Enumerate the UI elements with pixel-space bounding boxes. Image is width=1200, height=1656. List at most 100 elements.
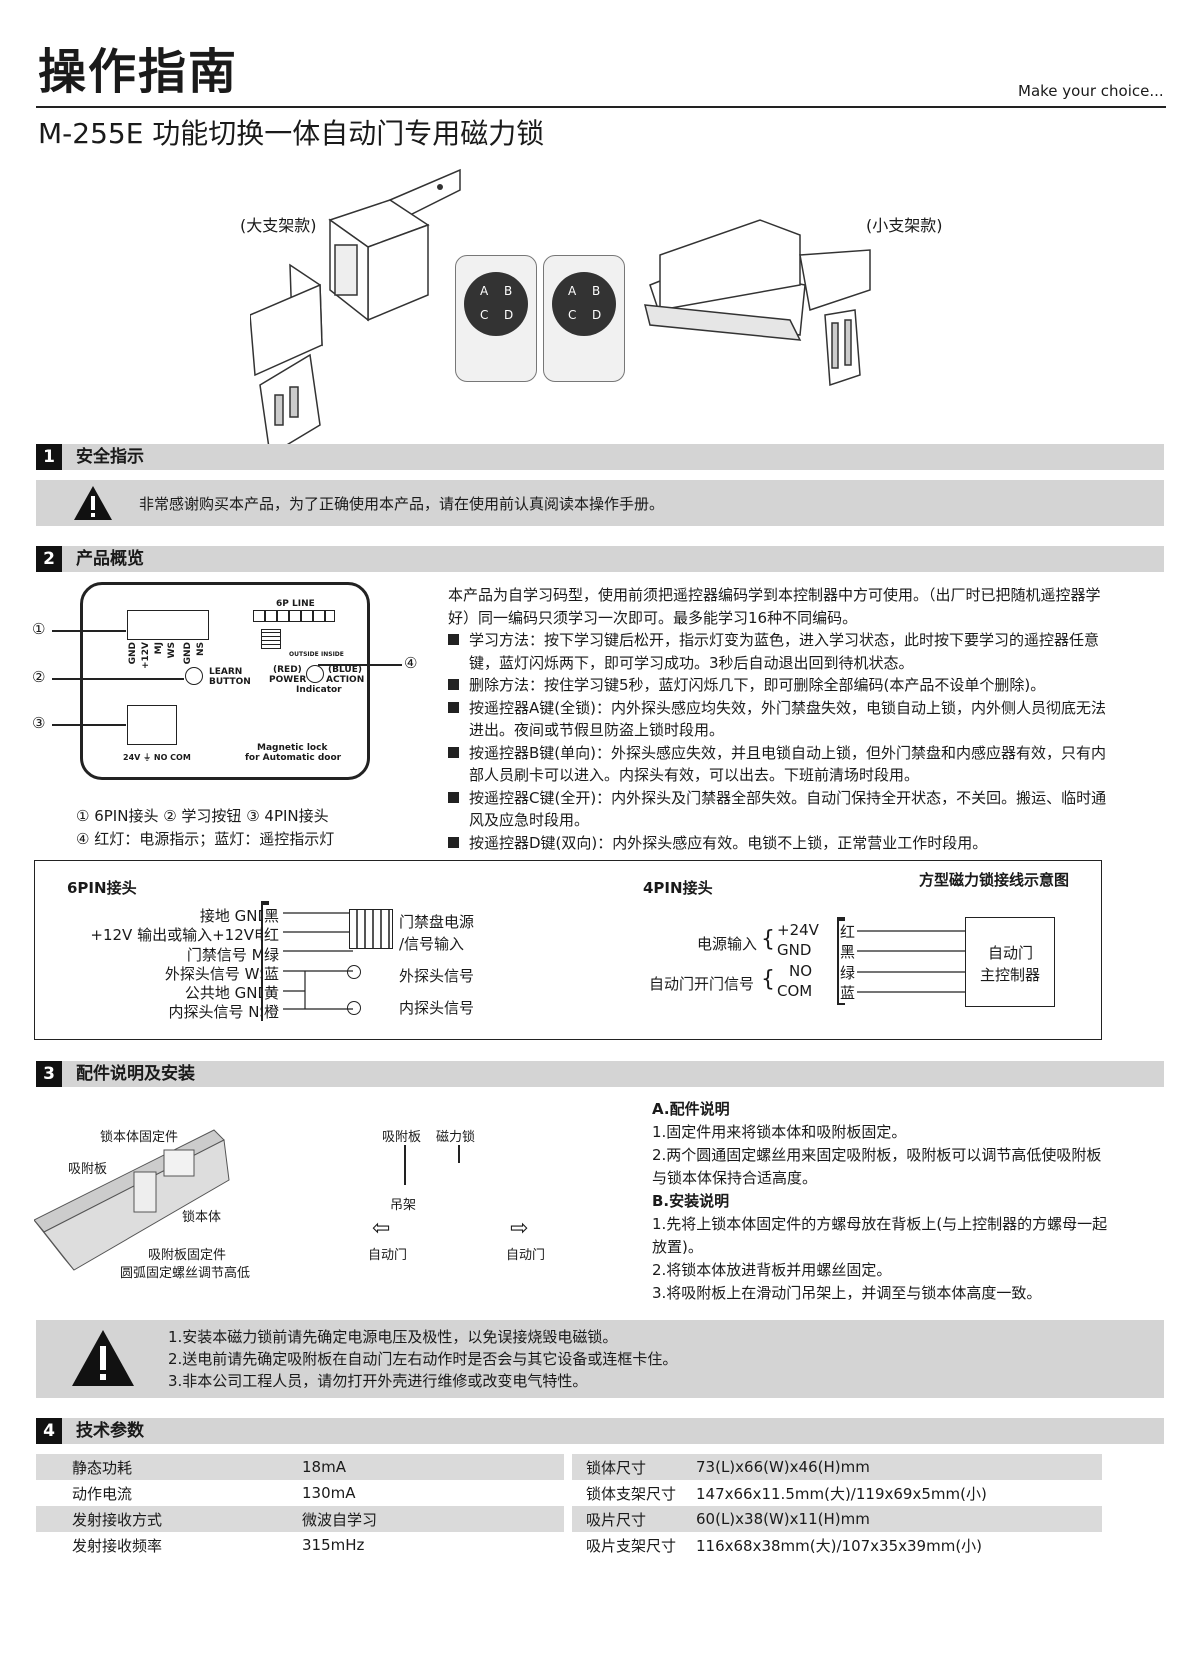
four-wire-label: +24V xyxy=(777,921,819,939)
remote-key-a[interactable]: A xyxy=(480,284,489,298)
callout-line xyxy=(52,630,126,632)
large-bracket-label: (大支架款) xyxy=(240,216,317,235)
remote-key-a[interactable]: A xyxy=(568,284,577,298)
door-signal-label: 自动门开门信号 xyxy=(649,975,755,993)
wiring-diagram: 6PIN接头 4PIN接头 方型磁力锁接线示意图 接地 GND 黑 +12V 输… xyxy=(34,860,1102,1040)
spec-name: 发射接收频率 xyxy=(72,1536,163,1555)
indicator-label: Indicator xyxy=(296,685,342,695)
door-controller-box: 自动门 主控制器 xyxy=(965,917,1055,1007)
spec-name: 锁体支架尺寸 xyxy=(586,1484,677,1503)
diagram-title: 方型磁力锁接线示意图 xyxy=(919,871,1070,889)
spec-value: 微波自学习 xyxy=(302,1510,378,1529)
blue-label: (BLUE) xyxy=(328,665,362,675)
product-subtitle: M-255E 功能切换一体自动门专用磁力锁 xyxy=(38,117,545,150)
wire-row: 公共地 GND xyxy=(184,984,269,1002)
power-input-label: 电源输入 xyxy=(697,935,758,953)
bullet-icon xyxy=(448,634,459,645)
callout-1: ① xyxy=(32,620,46,638)
safety-notice-text: 非常感谢购买本产品，为了正确使用本产品，请在使用前认真阅读本操作手册。 xyxy=(139,495,665,513)
rail-install-illustration xyxy=(34,1129,230,1271)
section-title: 配件说明及安装 xyxy=(76,1064,195,1084)
wire-row: 门禁信号 MJ xyxy=(186,946,269,964)
bullet-icon xyxy=(448,701,459,713)
pointer-line xyxy=(404,1145,406,1185)
accessory-title: A.配件说明 xyxy=(652,1100,730,1118)
spec-value: 130mA xyxy=(302,1484,356,1502)
label-maglock: 磁力锁 xyxy=(436,1130,476,1145)
wire-color: 橙 xyxy=(263,1001,281,1022)
section-3-header: 3 配件说明及安装 xyxy=(36,1061,1164,1087)
small-bracket-label: (小支架款) xyxy=(866,216,943,235)
wire-color: 黑 xyxy=(839,941,857,962)
six-pin-connector xyxy=(127,610,209,640)
four-pin-title: 4PIN接头 xyxy=(643,879,713,897)
spec-value: 73(L)x66(W)x46(H)mm xyxy=(696,1458,870,1476)
panel-legend-1: ① 6PIN接头 ② 学习按钮 ③ 4PIN接头 xyxy=(76,807,329,825)
wire-color: 红 xyxy=(839,921,857,942)
spec-value: 147x66x11.5mm(大)/119x69x5mm(小) xyxy=(696,1484,987,1503)
section-number: 4 xyxy=(36,1418,62,1444)
list-item: 按遥控器B键(单向)：外探头感应失效，并且电锁自动上锁，但外门禁盘和内感应器有效… xyxy=(448,742,1112,787)
spec-name: 吸片支架尺寸 xyxy=(586,1536,677,1555)
four-wire-label: NO xyxy=(789,962,813,980)
six-pin-wires xyxy=(283,912,353,1010)
four-wire-label: GND xyxy=(777,941,812,959)
bullet-icon xyxy=(448,679,459,690)
learn-button[interactable] xyxy=(185,667,203,685)
remote-key-b[interactable]: B xyxy=(592,284,601,298)
wire-color: 绿 xyxy=(839,962,857,983)
callout-4: ④ xyxy=(404,654,418,672)
pin-label: MJ xyxy=(154,642,164,655)
install-item-1: 1.先将上锁本体固定件的方螺母放在背板上(与上控制器的方螺母一起放置)。 xyxy=(652,1215,1108,1256)
remote-control-1: A B C D xyxy=(455,255,537,382)
wire-row: +12V 输出或输入+12V电 xyxy=(90,926,269,944)
arrow-left-icon: ⇦ xyxy=(372,1216,391,1241)
spec-value: 18mA xyxy=(302,1458,346,1476)
label-arc: 圆弧固定螺丝调节高低 xyxy=(120,1266,251,1281)
pin-label: +12V xyxy=(141,642,151,670)
label-hanger: 吊架 xyxy=(390,1198,417,1213)
spec-value: 315mHz xyxy=(302,1536,365,1554)
callout-2: ② xyxy=(32,668,46,686)
six-p-line-block xyxy=(253,610,335,622)
controller-label-1: 自动门 xyxy=(988,944,1034,962)
remote-key-d[interactable]: D xyxy=(504,308,514,322)
bullet-icon xyxy=(448,746,459,758)
spec-value: 116x68x38mm(大)/107x35x39mm(小) xyxy=(696,1536,983,1555)
accessory-item-1: 1.固定件用来将锁本体和吸附板固定。 xyxy=(652,1123,907,1141)
red-label: (RED) xyxy=(273,665,302,675)
panel-legend-2: ④ 红灯：电源指示；蓝灯：遥控指示灯 xyxy=(76,830,335,848)
outside-probe-label: 外探头信号 xyxy=(399,967,475,985)
install-item-2: 2.将锁本体放进背板并用螺丝固定。 xyxy=(652,1261,892,1279)
warning-line-2: 2.送电前请先确定吸附板在自动门左右动作时是否会与其它设备或连框卡住。 xyxy=(168,1350,678,1368)
spec-name: 动作电流 xyxy=(72,1484,133,1503)
remote-key-pad: A B C D xyxy=(464,272,528,336)
pin-label: GND xyxy=(128,642,138,665)
four-pin-wires xyxy=(857,930,965,993)
remote-key-c[interactable]: C xyxy=(480,308,489,322)
four-wire-label: COM xyxy=(777,982,813,1000)
table-row: 发射接收频率 315mHz xyxy=(36,1532,564,1558)
inside-probe-icon xyxy=(347,1001,361,1015)
label-body: 锁本体 xyxy=(182,1210,222,1225)
remote-key-d[interactable]: D xyxy=(592,308,602,322)
indicator-light xyxy=(306,665,324,683)
controller-label-2: 主控制器 xyxy=(980,966,1041,984)
spec-name: 静态功耗 xyxy=(72,1458,133,1477)
remote-key-c[interactable]: C xyxy=(568,308,577,322)
warning-icon xyxy=(72,1330,134,1386)
section-2-header: 2 产品概览 xyxy=(36,546,1164,572)
wire-row: 接地 GND xyxy=(199,907,269,925)
remote-key-b[interactable]: B xyxy=(504,284,513,298)
section-title: 技术参数 xyxy=(76,1421,144,1441)
section-4-header: 4 技术参数 xyxy=(36,1418,1164,1444)
brace-icon: { xyxy=(761,927,775,952)
pin-label: WS xyxy=(167,642,177,659)
controller-panel-diagram: GND +12V MJ WS GND NS LEARN BUTTON 6P LI… xyxy=(80,582,370,780)
spec-value: 60(L)x38(W)x11(H)mm xyxy=(696,1510,870,1528)
label-door-left: 自动门 xyxy=(368,1248,408,1263)
install-title: B.安装说明 xyxy=(652,1192,730,1210)
